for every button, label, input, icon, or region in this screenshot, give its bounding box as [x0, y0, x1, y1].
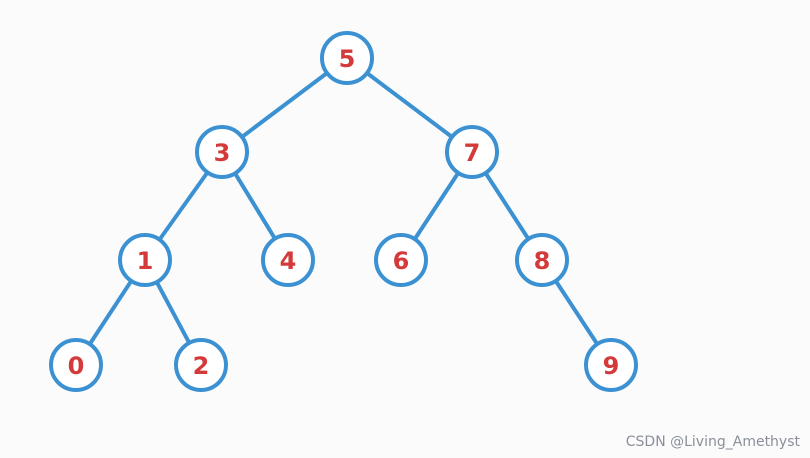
- edge-7-8: [483, 170, 531, 242]
- node-circle: [515, 233, 569, 287]
- node-circle: [261, 233, 315, 287]
- tree-node-1: 1: [118, 233, 172, 287]
- csdn-watermark: CSDN @Living_Amethyst: [625, 434, 800, 450]
- node-circle: [195, 125, 249, 179]
- node-label: 4: [280, 247, 297, 275]
- node-circle: [174, 338, 228, 392]
- edge-1-0: [87, 278, 134, 347]
- tree-node-4: 4: [261, 233, 315, 287]
- tree-node-6: 6: [374, 233, 428, 287]
- edge-5-7: [364, 71, 455, 139]
- node-circle: [118, 233, 172, 287]
- tree-node-8: 8: [515, 233, 569, 287]
- edge-3-1: [157, 170, 210, 242]
- tree-node-2: 2: [174, 338, 228, 392]
- node-label: 8: [534, 247, 551, 275]
- edge-7-6: [412, 170, 461, 242]
- tree-node-7: 7: [445, 125, 499, 179]
- node-label: 0: [68, 352, 85, 380]
- node-label: 7: [464, 139, 481, 167]
- node-label: 9: [603, 352, 620, 380]
- node-label: 1: [137, 247, 154, 275]
- node-circle: [374, 233, 428, 287]
- node-label: 5: [339, 45, 356, 73]
- node-circle: [49, 338, 103, 392]
- node-circle: [584, 338, 638, 392]
- node-circle: [320, 31, 374, 85]
- tree-edges: [87, 71, 600, 347]
- tree-nodes: 5 3 7 1 4 6 8 0 2 9: [49, 31, 638, 392]
- tree-node-3: 3: [195, 125, 249, 179]
- node-label: 6: [393, 247, 410, 275]
- edge-1-2: [154, 280, 192, 345]
- tree-node-5: 5: [320, 31, 374, 85]
- edge-3-4: [233, 171, 277, 241]
- edge-8-9: [553, 278, 600, 347]
- node-label: 3: [214, 139, 231, 167]
- node-label: 2: [193, 352, 210, 380]
- node-circle: [445, 125, 499, 179]
- edge-5-3: [239, 71, 330, 139]
- tree-node-0: 0: [49, 338, 103, 392]
- tree-node-9: 9: [584, 338, 638, 392]
